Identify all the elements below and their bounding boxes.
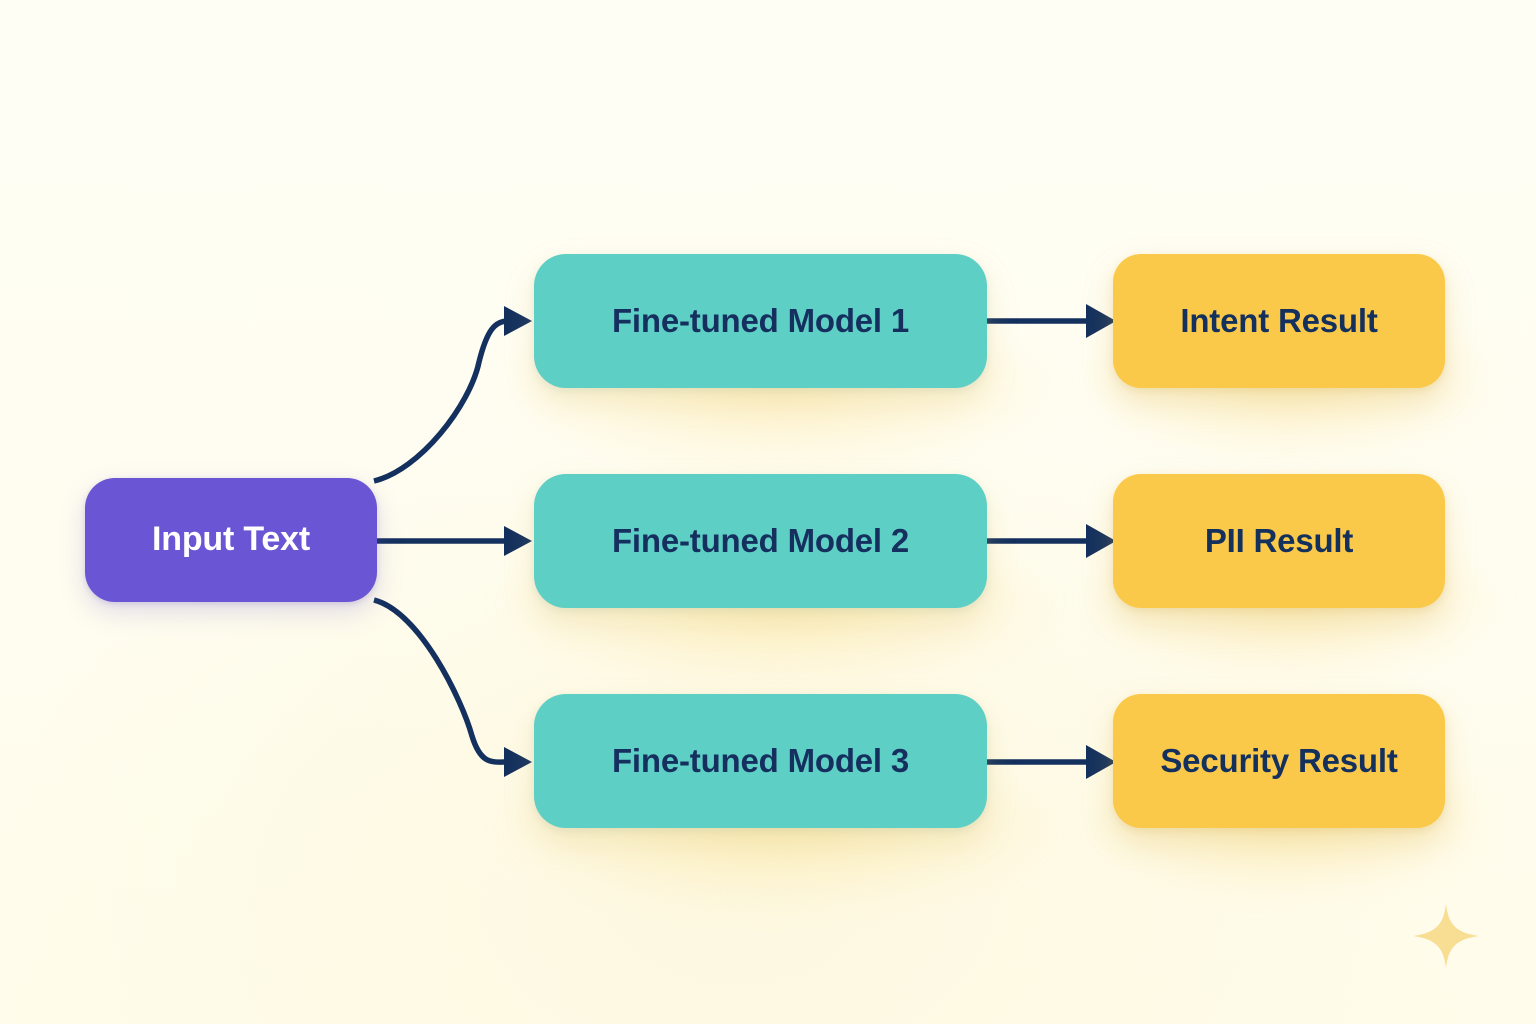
node-pii-result-label: PII Result xyxy=(1204,521,1354,559)
node-security-result[interactable]: Security Result xyxy=(1113,694,1445,828)
node-security-result-label: Security Result xyxy=(1160,741,1398,779)
arrowhead-model-1-to-result-1 xyxy=(1086,304,1116,338)
sparkle-icon xyxy=(1413,903,1479,969)
node-fine-tuned-model-3-label: Fine-tuned Model 3 xyxy=(611,741,910,779)
edge-input-to-model-3 xyxy=(373,597,509,765)
arrowhead-model-3-to-result-3 xyxy=(1086,745,1116,779)
node-intent-result-label: Intent Result xyxy=(1180,301,1378,339)
node-fine-tuned-model-1-label: Fine-tuned Model 1 xyxy=(611,301,910,339)
arrowhead-input-to-model-3 xyxy=(504,747,532,777)
arrowhead-input-to-model-2 xyxy=(504,526,532,556)
arrowhead-input-to-model-1 xyxy=(504,306,532,336)
node-fine-tuned-model-2[interactable]: Fine-tuned Model 2 xyxy=(534,474,987,608)
edge-input-to-model-1 xyxy=(373,318,509,484)
node-input-text-label: Input Text xyxy=(152,520,310,559)
node-fine-tuned-model-2-label: Fine-tuned Model 2 xyxy=(611,521,910,559)
node-pii-result[interactable]: PII Result xyxy=(1113,474,1445,608)
node-fine-tuned-model-3[interactable]: Fine-tuned Model 3 xyxy=(534,694,987,828)
arrowhead-model-2-to-result-2 xyxy=(1086,524,1116,558)
node-input-text[interactable]: Input Text xyxy=(85,478,377,602)
node-intent-result[interactable]: Intent Result xyxy=(1113,254,1445,388)
node-fine-tuned-model-1[interactable]: Fine-tuned Model 1 xyxy=(534,254,987,388)
